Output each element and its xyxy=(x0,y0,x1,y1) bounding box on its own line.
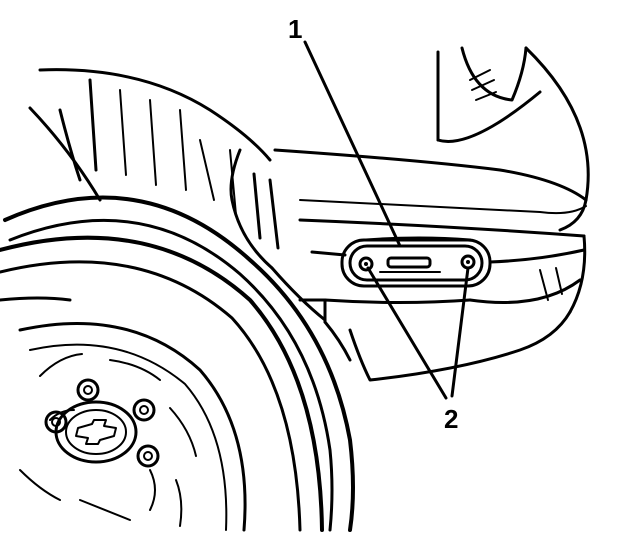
marker-lens xyxy=(386,256,432,269)
lug-nut xyxy=(136,444,160,468)
lug-nuts xyxy=(44,378,160,468)
callout-label-1: 1 xyxy=(288,14,302,44)
bowtie-emblem-icon xyxy=(75,419,117,445)
lug-nut xyxy=(76,378,100,402)
marker-screw xyxy=(460,254,476,270)
side-marker-lamp xyxy=(340,236,492,288)
marker-screw xyxy=(358,256,374,272)
leader-line-1 xyxy=(303,40,402,248)
tire xyxy=(0,235,324,532)
callout-label-2: 2 xyxy=(444,404,458,434)
leader-line-2a xyxy=(366,266,448,400)
leader-lines xyxy=(303,40,470,400)
front-bumper-fascia xyxy=(273,46,590,382)
lug-nut xyxy=(132,398,156,422)
wheel-hub-center-cap xyxy=(54,400,138,464)
fender-panel xyxy=(28,68,352,362)
lug-nut xyxy=(44,410,68,434)
leader-line-2b xyxy=(450,266,470,398)
wheel-opening-arch xyxy=(3,195,355,532)
wheel-rim xyxy=(18,321,247,532)
